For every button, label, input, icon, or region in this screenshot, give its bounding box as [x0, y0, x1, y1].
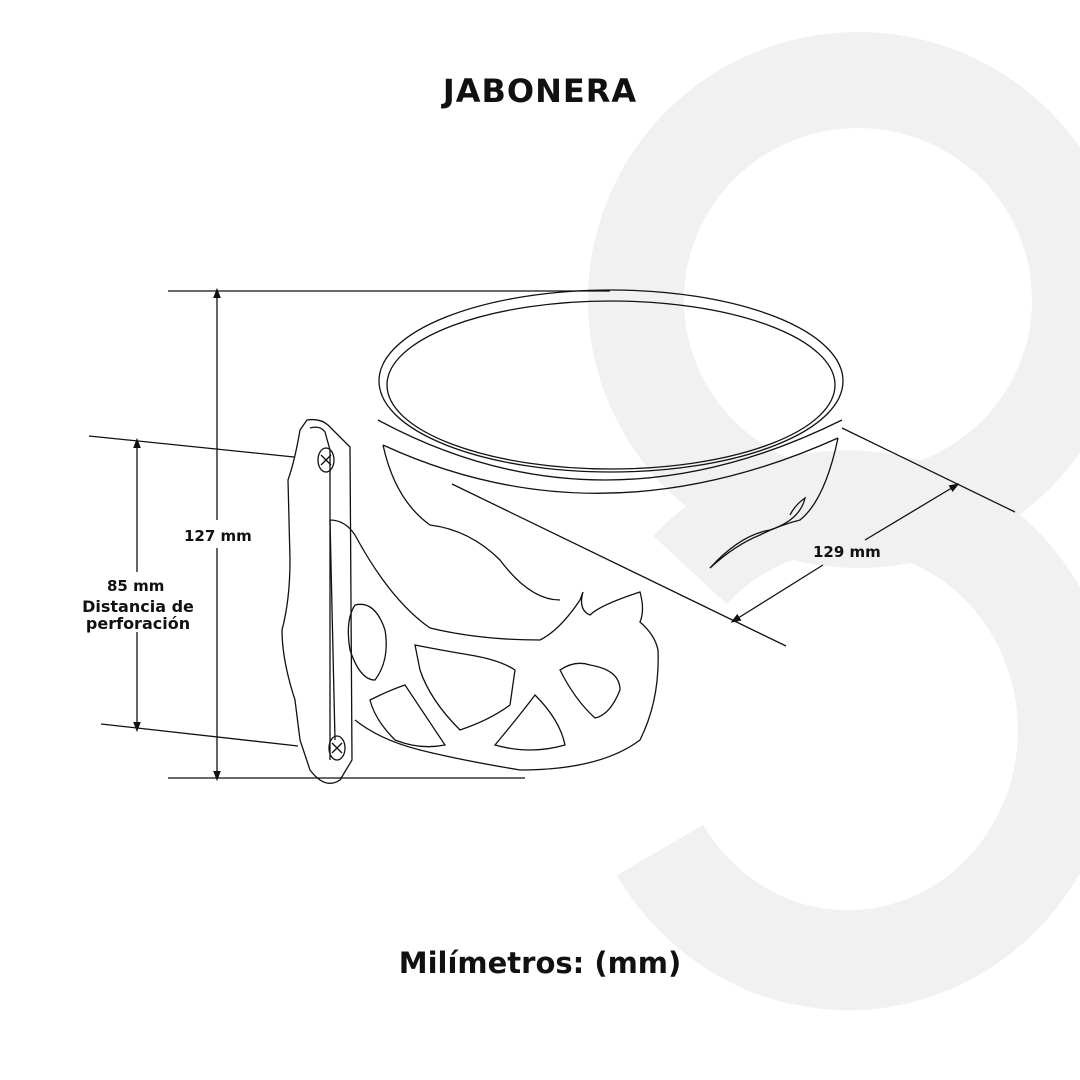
units-caption: Milímetros: (mm)	[398, 946, 682, 980]
screw-head-icon	[317, 447, 335, 473]
screw-head-icon	[328, 735, 346, 761]
dimension-85-lines	[88, 435, 299, 747]
caption-line-2: perforación	[85, 614, 191, 633]
dimension-depth-label: 129 mm	[811, 543, 883, 561]
wall-plate	[281, 418, 353, 784]
dimension-height-label: 127 mm	[184, 525, 252, 547]
bowl	[377, 289, 844, 601]
caption-line-1: Distancia de	[82, 597, 194, 616]
dimension-hole-distance-caption: Distancia de perforación	[74, 598, 202, 632]
dimension-hole-distance-value: 85 mm	[107, 577, 165, 595]
page-title: JABONERA	[442, 72, 638, 110]
bracket	[329, 519, 659, 771]
dimension-129-lines	[451, 427, 1016, 647]
dimension-127-lines	[168, 287, 610, 782]
